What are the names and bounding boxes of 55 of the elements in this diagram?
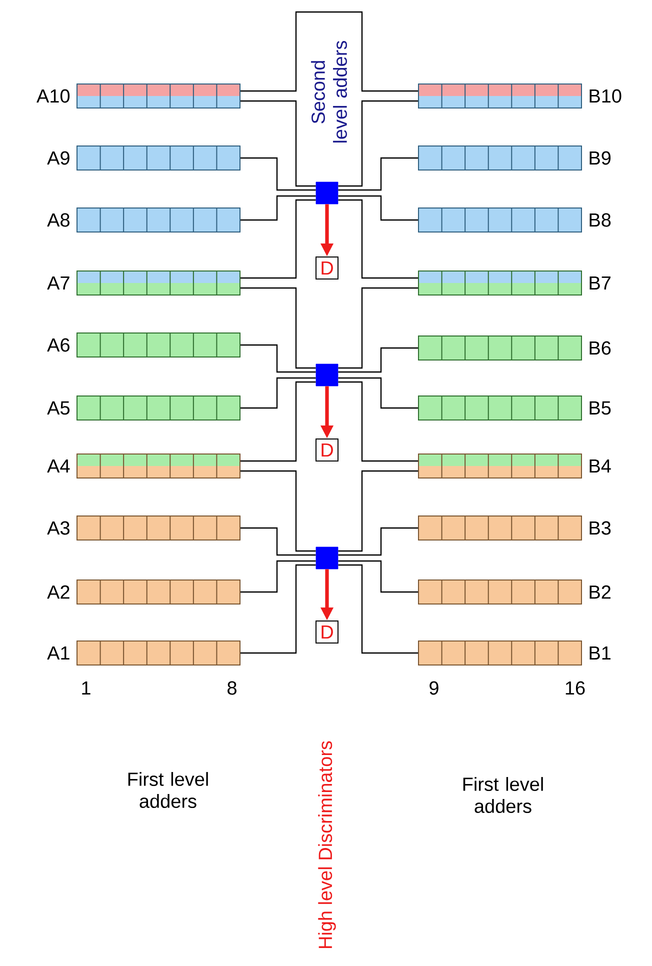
wire — [338, 287, 418, 369]
wire — [240, 287, 316, 369]
wire — [338, 564, 418, 654]
row-label: B9 — [590, 151, 611, 165]
row-label: A5 — [47, 401, 70, 415]
row-label: B7 — [590, 276, 610, 290]
wire — [240, 157, 316, 191]
group-label: First level adders — [128, 772, 208, 808]
wire — [338, 527, 418, 556]
adder-square — [316, 546, 338, 570]
wire — [338, 377, 418, 409]
wire — [240, 377, 316, 409]
row-label: B2 — [590, 585, 610, 599]
wire — [240, 199, 316, 279]
discriminator-box: D — [316, 620, 338, 644]
wire — [240, 470, 316, 552]
wire — [240, 195, 316, 221]
discriminator-box: D — [316, 256, 338, 280]
row-label: A10 — [36, 89, 70, 103]
adder-square — [316, 364, 338, 386]
wire — [240, 381, 316, 462]
row-label: B1 — [590, 646, 610, 660]
vertical-label: Second level adders — [311, 40, 347, 142]
row-label: A8 — [47, 213, 70, 227]
wire — [338, 195, 418, 221]
wire — [240, 564, 316, 654]
wire — [338, 100, 418, 187]
wire — [240, 100, 316, 187]
row-label: A3 — [47, 521, 70, 535]
row-label: A1 — [47, 646, 70, 660]
row-label: A4 — [47, 459, 70, 473]
row-label: B3 — [590, 521, 611, 535]
wire — [338, 381, 418, 462]
adder-square — [316, 182, 338, 204]
discriminator-box: D — [316, 438, 338, 462]
wire — [240, 527, 316, 556]
row-label: A6 — [47, 338, 70, 352]
row-label: B6 — [590, 341, 611, 355]
wire — [338, 347, 418, 373]
wire — [240, 11, 418, 92]
group-label: First level adders — [463, 777, 543, 813]
row-label: A2 — [47, 585, 70, 599]
wire — [338, 560, 418, 593]
wire — [240, 560, 316, 593]
row-label: B5 — [590, 401, 611, 415]
row-label: A7 — [47, 276, 70, 290]
row-label: B8 — [590, 213, 611, 227]
vertical-label: High level Discriminators — [318, 741, 336, 948]
row-label: B10 — [590, 89, 622, 103]
wire — [338, 470, 418, 552]
wire — [338, 157, 418, 191]
wire — [338, 199, 418, 279]
row-label: A9 — [47, 151, 70, 165]
wire — [240, 344, 316, 373]
row-label: B4 — [590, 459, 611, 473]
